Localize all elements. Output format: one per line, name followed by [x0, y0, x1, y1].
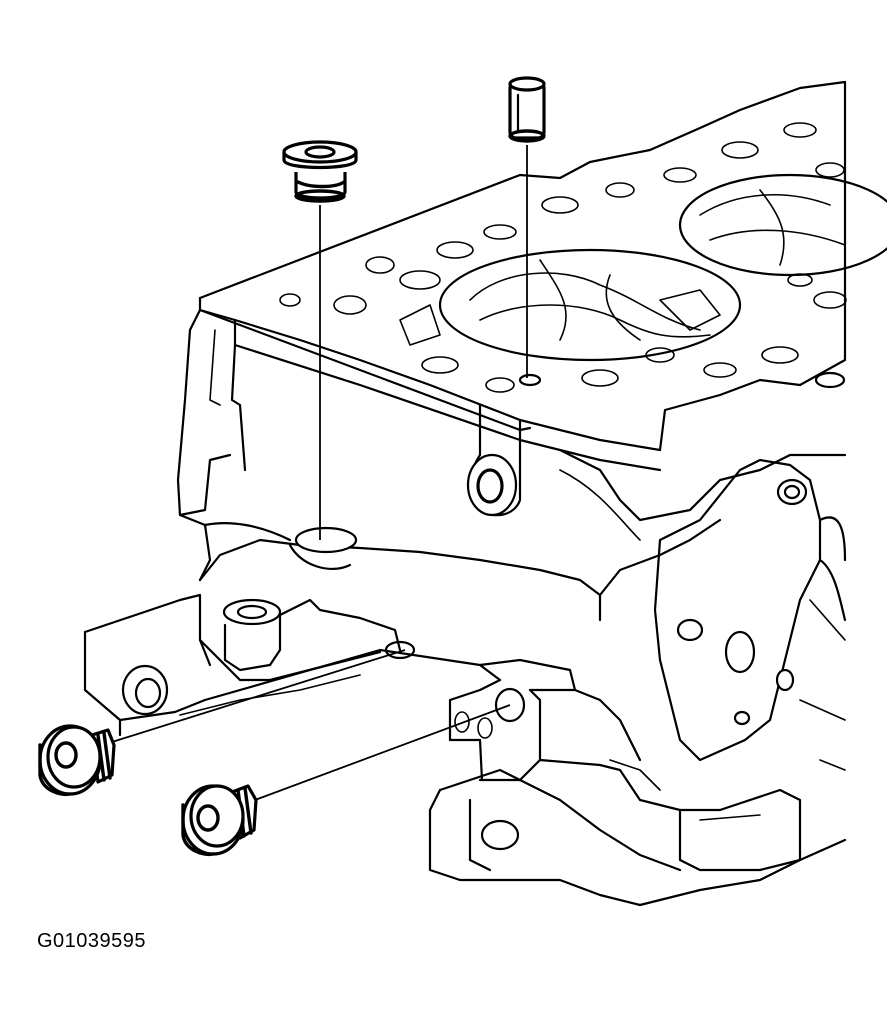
figure-id-label: G01039595: [37, 930, 147, 952]
dowel-pin-icon: [508, 76, 546, 143]
leader-plug-lower: [254, 704, 511, 801]
leader-lines: [111, 145, 528, 801]
leader-plug-left: [111, 649, 406, 743]
cup-plug-top-icon: [282, 140, 358, 203]
threaded-plug-left-icon: [38, 724, 116, 797]
threaded-plug-lower-icon: [181, 784, 258, 857]
engine-block-body: [83, 308, 847, 907]
dowel-bore: [518, 373, 542, 387]
cylinder-head-deck: [198, 80, 887, 472]
